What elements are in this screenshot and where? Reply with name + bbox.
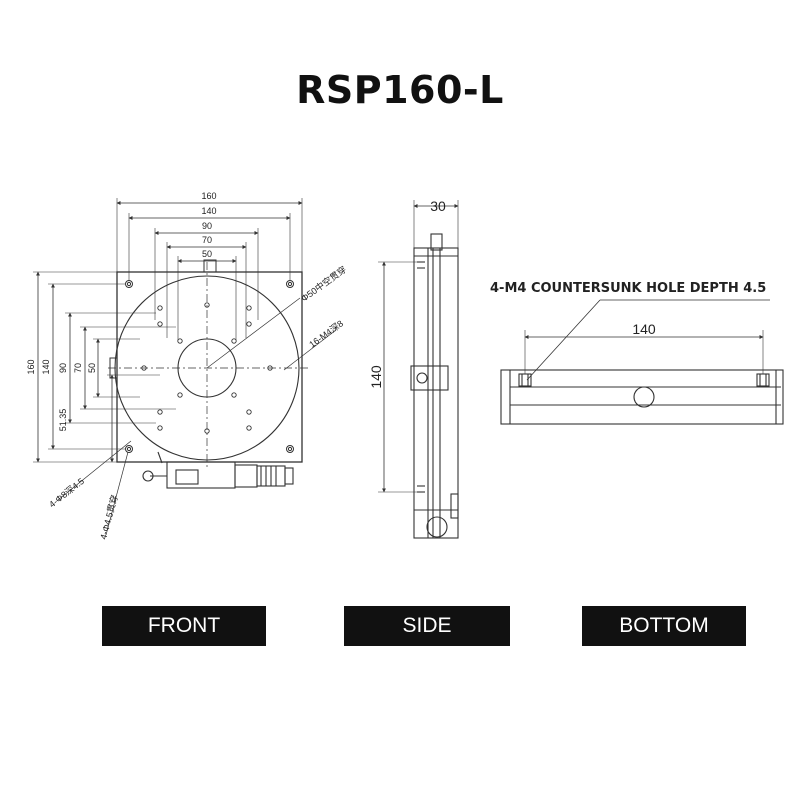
dim-160-top: 160 (201, 191, 216, 201)
tapped-holes (141, 302, 273, 434)
side-label: SIDE (344, 606, 510, 646)
callout-bore: Φ50中空贯穿 (299, 263, 349, 303)
dim-90-top: 90 (202, 221, 212, 231)
dim-140-top: 140 (201, 206, 216, 216)
bottom-note: 4-M4 COUNTERSUNK HOLE DEPTH 4.5 (490, 281, 766, 296)
dim-70-left: 70 (73, 363, 83, 373)
micrometer-assembly (142, 451, 294, 489)
callout-cbore: 4-Φ8深4.5 (47, 476, 86, 510)
front-label: FRONT (102, 606, 266, 646)
side-dim-30: 30 (430, 198, 446, 214)
bottom-body-outline (500, 369, 784, 425)
dim-160-left: 160 (26, 359, 36, 374)
side-dim-140: 140 (368, 365, 384, 389)
dim-70-top: 70 (202, 235, 212, 245)
side-body-outline (413, 247, 459, 539)
side-view (378, 200, 459, 539)
callout-tap: 16-M4深8 (307, 318, 345, 349)
dim-50-top: 50 (202, 249, 212, 259)
dim-90-left: 90 (58, 363, 68, 373)
dim-50-left: 50 (87, 363, 97, 373)
corner-holes (125, 280, 294, 453)
bottom-dim-140: 140 (632, 321, 656, 337)
front-view (33, 198, 337, 536)
bottom-view (500, 299, 784, 425)
bottom-label: BOTTOM (582, 606, 746, 646)
dim-5135-left: 51.35 (58, 409, 68, 432)
drawing-title: RSP160-L (296, 68, 504, 112)
dim-140-left: 140 (41, 359, 51, 374)
callout-thru: 4-Φ4.5贯穿 (97, 494, 119, 541)
